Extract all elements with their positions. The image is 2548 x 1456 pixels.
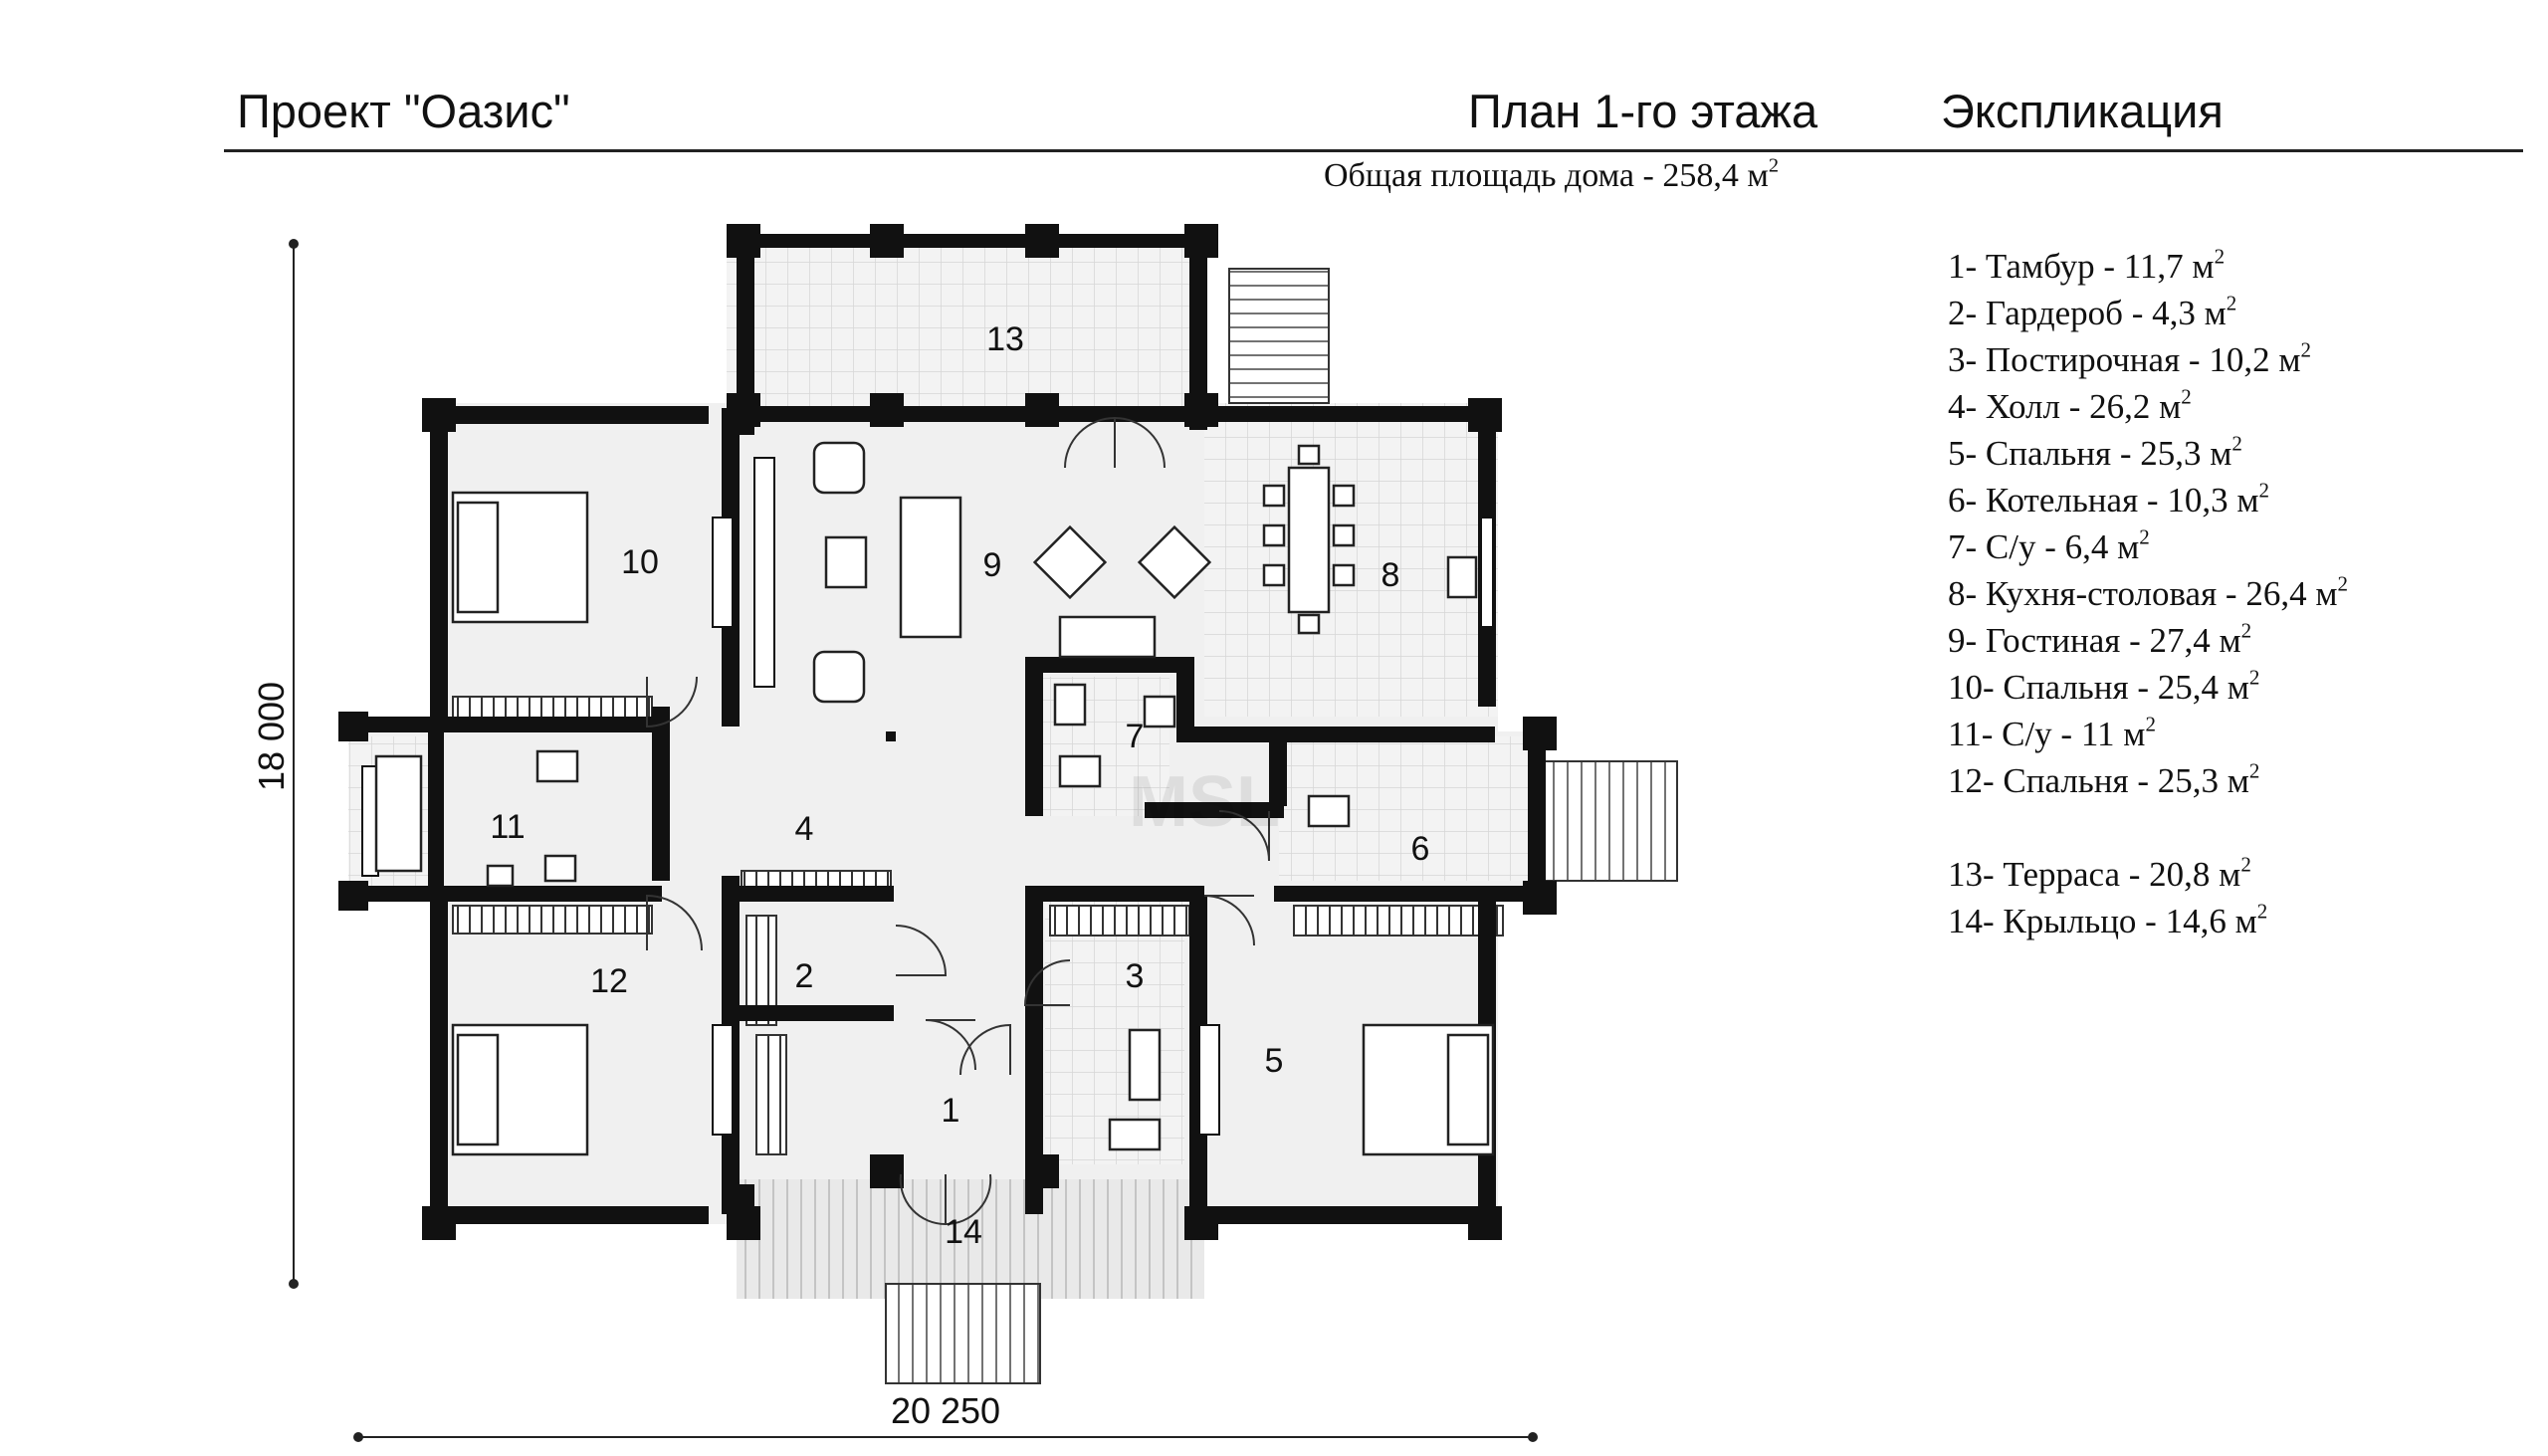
legend-item-text: 4- Холл - 26,2 м — [1948, 387, 2182, 426]
room-label-7: 7 — [1126, 718, 1145, 755]
room-label-1: 1 — [942, 1092, 960, 1130]
legend-item-power: 2 — [2337, 571, 2348, 596]
legend-item-text: 14- Крыльцо - 14,6 м — [1948, 902, 2257, 940]
legend-item: 4- Холл - 26,2 м2 — [1948, 383, 2348, 430]
terrace-floor — [727, 239, 1204, 413]
legend-item-power: 2 — [2240, 852, 2251, 877]
porch-deck — [737, 1179, 1204, 1299]
legend-item-text: 5- Спальня - 25,3 м — [1948, 434, 2232, 473]
room-label-9: 9 — [983, 546, 1002, 584]
room-labels: 1 2 3 4 5 6 7 8 9 10 11 12 13 14 — [490, 320, 1429, 1251]
wardrobe-closets — [452, 696, 1504, 1155]
legend-item: 5- Спальня - 25,3 м2 — [1948, 430, 2348, 477]
legend-item-text: 13- Терраса - 20,8 м — [1948, 855, 2241, 894]
legend-item-text: 11- С/у - 11 м — [1948, 715, 2146, 753]
legend-item-power: 2 — [2248, 758, 2260, 783]
windows — [361, 457, 1494, 1136]
room-label-8: 8 — [1381, 556, 1400, 594]
legend-item: 13- Терраса - 20,8 м2 — [1948, 851, 2348, 898]
legend-item-power: 2 — [2181, 384, 2192, 409]
room-label-3: 3 — [1126, 957, 1145, 995]
legend-item-power: 2 — [2258, 478, 2269, 503]
legend-item: 9- Гостиная - 27,4 м2 — [1948, 617, 2348, 664]
legend-item: 12- Спальня - 25,3 м2 — [1948, 757, 2348, 804]
legend-item: 11- С/у - 11 м2 — [1948, 711, 2348, 757]
legend-item: 7- С/у - 6,4 м2 — [1948, 523, 2348, 570]
room-label-5: 5 — [1265, 1042, 1284, 1080]
room-label-10: 10 — [621, 543, 659, 581]
legend-item-power: 2 — [2214, 244, 2226, 269]
door-swings — [646, 416, 1270, 1226]
legend-item-text: 9- Гостиная - 27,4 м — [1948, 621, 2241, 660]
wall-posts — [338, 224, 1557, 1240]
room-label-11: 11 — [490, 808, 525, 846]
explication-list: 1- Тамбур - 11,7 м2 2- Гардероб - 4,3 м2… — [1948, 243, 2348, 944]
width-dimension: 20 250 — [891, 1390, 1000, 1431]
legend-item: 2- Гардероб - 4,3 м2 — [1948, 290, 2348, 336]
legend-item: 10- Спальня - 25,4 м2 — [1948, 664, 2348, 711]
legend-item: 14- Крыльцо - 14,6 м2 — [1948, 898, 2348, 944]
legend-item-text: 7- С/у - 6,4 м — [1948, 527, 2140, 566]
room-label-12: 12 — [590, 962, 628, 1000]
legend-item-power: 2 — [2300, 337, 2311, 362]
legend-item-power: 2 — [2231, 431, 2242, 456]
terrace-stairs — [1228, 268, 1330, 404]
legend-item: 3- Постирочная - 10,2 м2 — [1948, 336, 2348, 383]
height-dimension: 18 000 — [251, 682, 292, 791]
legend-item-power: 2 — [2226, 291, 2237, 315]
side-stairs — [1537, 760, 1678, 882]
legend-item-power: 2 — [2248, 665, 2260, 690]
room-label-14: 14 — [945, 1213, 982, 1251]
total-area-power: 2 — [1768, 154, 1780, 177]
total-area-text: Общая площадь дома - 258,4 м — [1324, 157, 1769, 194]
total-area-label: Общая площадь дома - 258,4 м2 — [1324, 154, 1780, 195]
header-divider — [224, 149, 2523, 152]
plan-title: План 1-го этажа — [1468, 85, 1818, 137]
porch-stairs — [885, 1283, 1041, 1384]
room-label-6: 6 — [1411, 830, 1430, 868]
watermark-text: MSL — [1129, 762, 1280, 842]
legend-item-text: 1- Тамбур - 11,7 м — [1948, 247, 2215, 286]
legend-item: 6- Котельная - 10,3 м2 — [1948, 477, 2348, 523]
legend-item-text: 12- Спальня - 25,3 м — [1948, 761, 2249, 800]
legend-item-text: 6- Котельная - 10,3 м — [1948, 481, 2259, 520]
column-marker — [886, 731, 896, 741]
room-label-13: 13 — [986, 320, 1024, 358]
legend-item-text: 8- Кухня-столовая - 26,4 м — [1948, 574, 2338, 613]
legend-item-power: 2 — [2145, 712, 2156, 736]
legend-item-power: 2 — [2139, 524, 2150, 549]
legend-item-power: 2 — [2240, 618, 2252, 643]
legend-item-text: 3- Постирочная - 10,2 м — [1948, 340, 2301, 379]
legend-item: 8- Кухня-столовая - 26,4 м2 — [1948, 570, 2348, 617]
dimension-lines — [289, 239, 1538, 1442]
legend-item-text: 2- Гардероб - 4,3 м — [1948, 294, 2227, 332]
project-title: Проект "Оазис" — [237, 85, 570, 137]
legend-item-text: 10- Спальня - 25,4 м — [1948, 668, 2249, 707]
legend-item: 1- Тамбур - 11,7 м2 — [1948, 243, 2348, 290]
explication-title: Экспликация — [1941, 85, 2224, 137]
room-label-4: 4 — [795, 810, 814, 848]
legend-item-power: 2 — [2256, 899, 2268, 924]
room-label-2: 2 — [795, 957, 814, 995]
furniture — [374, 441, 1495, 1156]
